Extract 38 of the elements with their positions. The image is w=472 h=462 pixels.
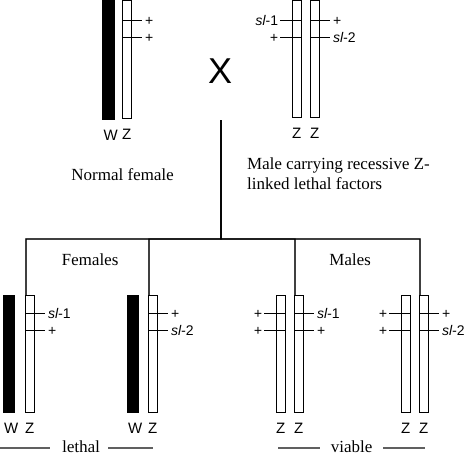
chromosome-label: W <box>4 421 18 437</box>
allele-label: + <box>378 305 387 321</box>
connector-line <box>220 120 421 295</box>
caption-text: Normal female <box>70 165 175 185</box>
allele-label: sl-1 <box>255 12 278 28</box>
allele-label: sl-2 <box>171 322 194 338</box>
chromosome-label: Z <box>419 421 428 437</box>
allele-label: + <box>317 322 326 338</box>
allele-label: + <box>254 322 262 338</box>
allele-label: + <box>48 322 56 338</box>
allele-label: sl-1 <box>317 305 340 321</box>
allele-label: sl-2 <box>333 29 356 45</box>
allele-label: + <box>270 29 278 45</box>
allele-label: + <box>254 305 262 321</box>
caption-text: Male carrying recessive Z-linked lethal factors <box>247 154 431 194</box>
chromosome-label: Z <box>310 126 320 142</box>
chromosome-label: Z <box>148 421 158 437</box>
chromosome-label: W <box>104 128 118 144</box>
chromosome-label: Z <box>401 421 410 437</box>
chromosome-label: Z <box>122 127 132 143</box>
chromosome-label: Z <box>292 126 302 142</box>
chromosome-label: Z <box>25 421 34 437</box>
allele-label: + <box>145 29 154 45</box>
allele-label: + <box>442 305 450 321</box>
cross-sign: X <box>208 50 232 92</box>
allele-label: + <box>171 305 180 321</box>
allele-label: + <box>333 12 342 28</box>
allele-label: sl-1 <box>48 305 71 321</box>
chromosome-label: Z <box>276 421 286 437</box>
chromosome-label: W <box>128 421 142 437</box>
allele-label: + <box>145 12 154 28</box>
group-heading: Males <box>328 250 372 270</box>
outcome-label: viable <box>330 437 374 457</box>
allele-label: + <box>378 322 387 338</box>
chromosome-label: Z <box>294 421 304 437</box>
allele-label: sl-2 <box>442 322 465 338</box>
outcome-label: lethal <box>61 437 101 457</box>
group-heading: Females <box>60 250 120 270</box>
